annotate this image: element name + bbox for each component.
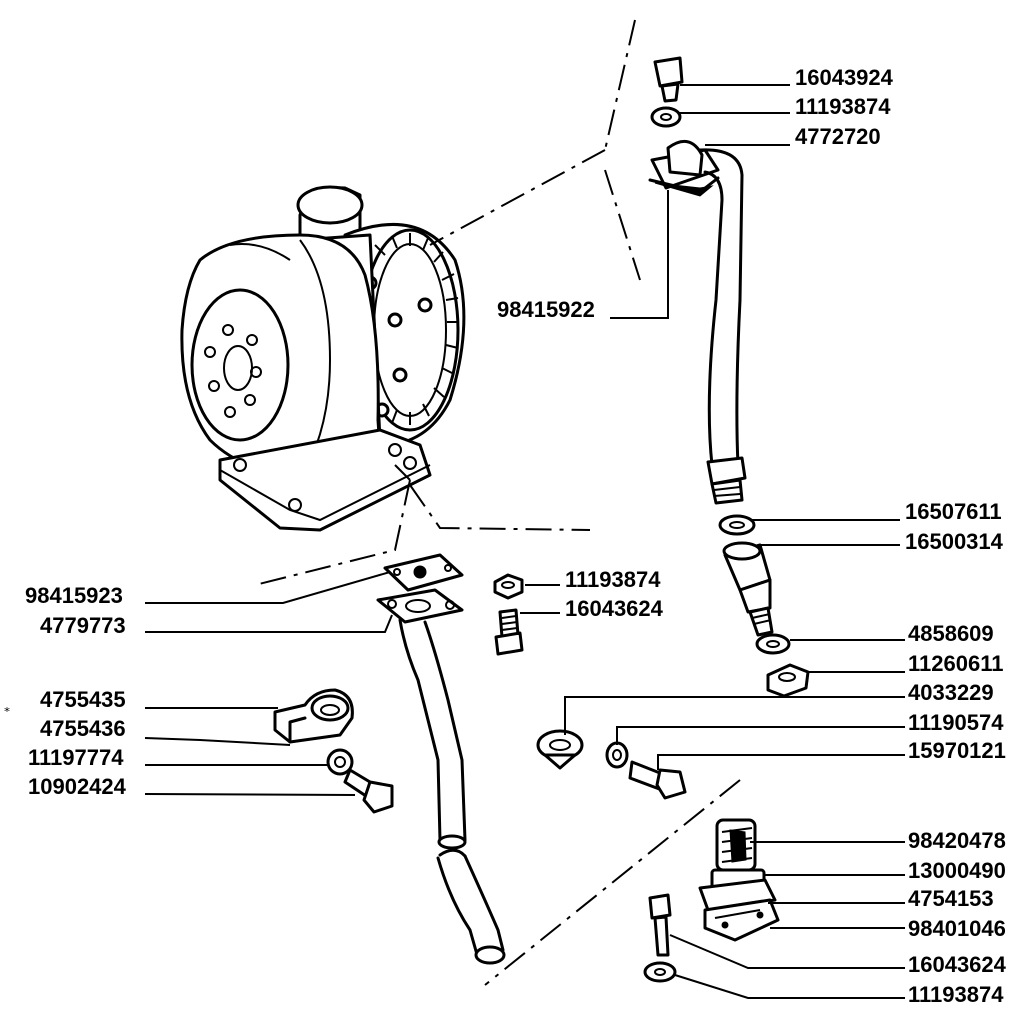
label-98415923: 98415923 [25,583,123,608]
spacer-11190574 [605,741,629,769]
label-13000490: 13000490 [908,858,1006,883]
label-98420478: 98420478 [908,828,1006,853]
label-4779773: 4779773 [40,613,126,638]
bolt-mid [494,608,524,656]
label-11193874-bottom: 11193874 [908,982,1004,1007]
turbocharger [180,185,466,532]
oil-feed-pipe [698,148,747,505]
label-16507611: 16507611 [905,499,1002,524]
bolt-15970121 [628,760,687,800]
washer-bottom [643,961,677,983]
bolt-top [653,56,684,103]
label-4033229: 4033229 [908,680,994,705]
drain-flange-4779773 [376,588,464,624]
label-16043624-mid: 16043624 [565,596,664,621]
fitting-assembly-98420478 [698,818,780,942]
label-11260611: 11260611 [908,651,1003,676]
washer-4858609 [755,633,791,655]
oil-drain-pipe [398,618,506,965]
label-4754153: 4754153 [908,886,994,911]
label-98415922: 98415922 [497,297,595,322]
label-4772720: 4772720 [795,124,881,149]
pipe-clamp-4755435 [273,688,354,744]
label-11197774: 11197774 [28,745,124,770]
label-11193874-top: 11193874 [795,94,891,119]
label-98401046: 98401046 [908,916,1006,941]
leader-lines [144,84,905,999]
clamp-4033229 [536,729,584,770]
label-16500314: 16500314 [905,529,1004,554]
label-16043624-bottom: 16043624 [908,952,1007,977]
label-15970121: 15970121 [908,738,1006,763]
nut-mid [493,573,524,600]
bolt-bottom [648,893,672,957]
washer-11197774 [326,748,354,776]
label-11190574: 11190574 [908,710,1004,735]
bolt-10902424 [343,768,394,814]
gasket-98415923 [383,553,464,592]
adapter-16500314 [722,541,774,637]
label-11193874-mid: 11193874 [565,567,661,592]
nut-11260611 [766,663,810,698]
assembly-centerlines [254,19,741,986]
label-4755435: 4755435 [40,687,126,712]
label-4858609: 4858609 [908,621,994,646]
washer-top [650,106,682,128]
edge-mark: ⁎ [4,701,10,715]
banjo-fitting-4772720 [648,139,720,197]
label-16043924-top: 16043924 [795,65,894,90]
washer-16507611 [718,514,756,536]
label-10902424: 10902424 [28,774,127,799]
label-4755436: 4755436 [40,716,126,741]
